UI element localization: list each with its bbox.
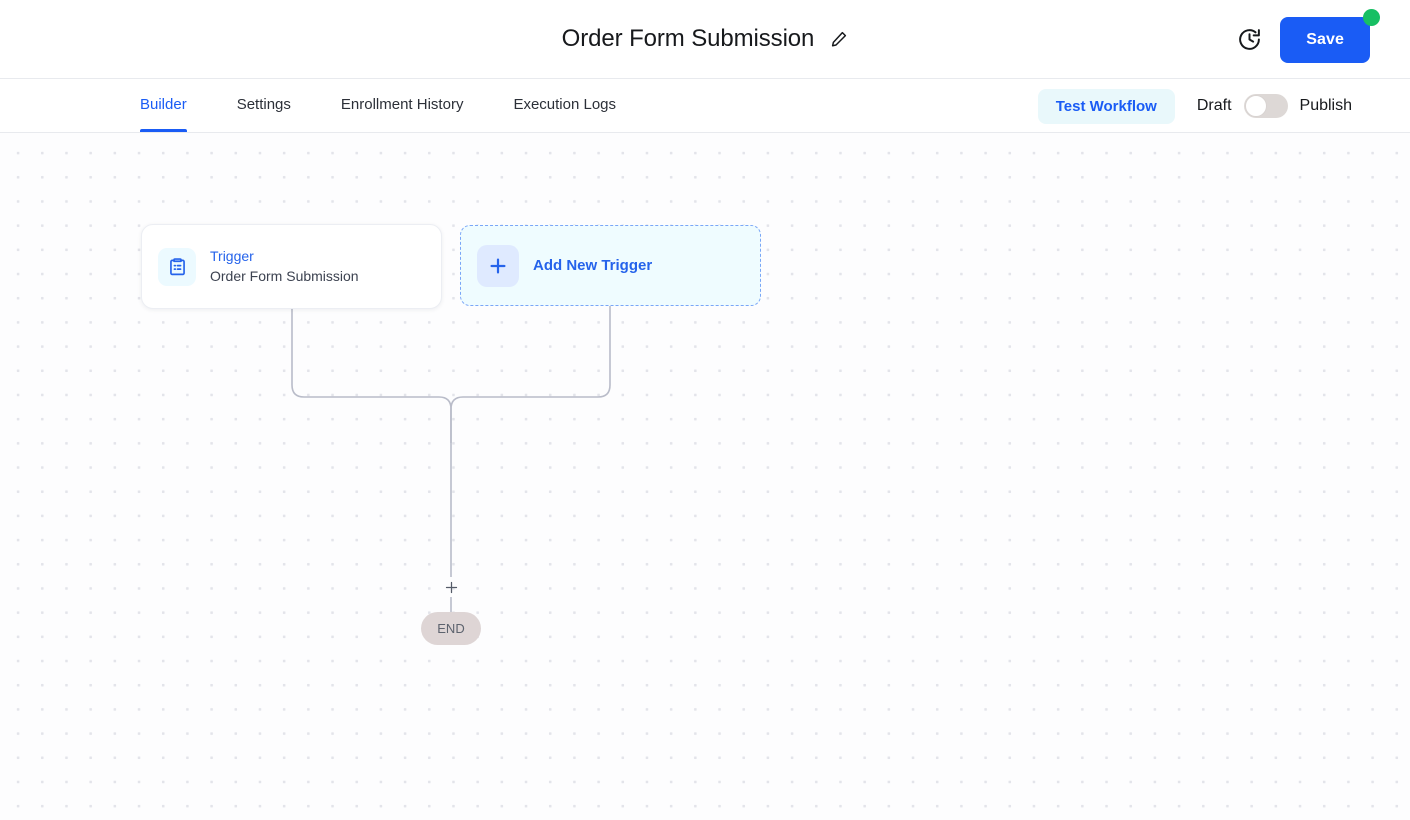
tab-execution-logs[interactable]: Execution Logs — [513, 96, 617, 113]
tab-bar: Builder Settings Enrollment History Exec… — [0, 79, 1410, 133]
end-node[interactable]: END — [421, 612, 481, 645]
tab-bar-actions: Test Workflow Draft Publish — [1037, 79, 1410, 133]
title-group: Order Form Submission — [562, 25, 849, 53]
publish-toggle-group: Draft Publish — [1197, 94, 1352, 118]
node-trigger-kicker: Trigger — [210, 248, 254, 264]
pencil-icon[interactable] — [830, 30, 848, 48]
publish-label: Publish — [1299, 97, 1352, 114]
clipboard-list-icon — [158, 247, 196, 286]
node-trigger-text: Trigger Order Form Submission — [210, 248, 359, 285]
page-title: Order Form Submission — [561, 25, 815, 52]
node-trigger-label: Order Form Submission — [210, 267, 359, 284]
top-bar: Order Form Submission Save — [0, 0, 1410, 79]
tab-builder[interactable]: Builder — [140, 79, 187, 132]
test-workflow-button[interactable]: Test Workflow — [1037, 88, 1175, 124]
plus-icon — [477, 244, 519, 287]
toggle-knob — [1244, 95, 1267, 117]
top-bar-actions: Save — [1236, 0, 1410, 79]
publish-toggle[interactable] — [1243, 94, 1288, 118]
clock-history-icon[interactable] — [1236, 27, 1262, 53]
draft-label: Draft — [1196, 97, 1232, 114]
tab-enrollment-history[interactable]: Enrollment History — [340, 96, 464, 113]
save-button[interactable]: Save — [1280, 16, 1370, 63]
add-step-plus-icon[interactable] — [441, 577, 461, 597]
unsaved-changes-dot-icon — [1363, 8, 1380, 26]
save-button-wrap: Save — [1280, 8, 1380, 63]
node-add-new-trigger[interactable]: Add New Trigger — [460, 225, 761, 306]
workflow-canvas[interactable]: Trigger Order Form Submission Add New Tr… — [0, 133, 1410, 820]
add-new-trigger-label: Add New Trigger — [533, 257, 653, 274]
tab-settings[interactable]: Settings — [236, 96, 291, 113]
node-trigger[interactable]: Trigger Order Form Submission — [141, 224, 442, 309]
